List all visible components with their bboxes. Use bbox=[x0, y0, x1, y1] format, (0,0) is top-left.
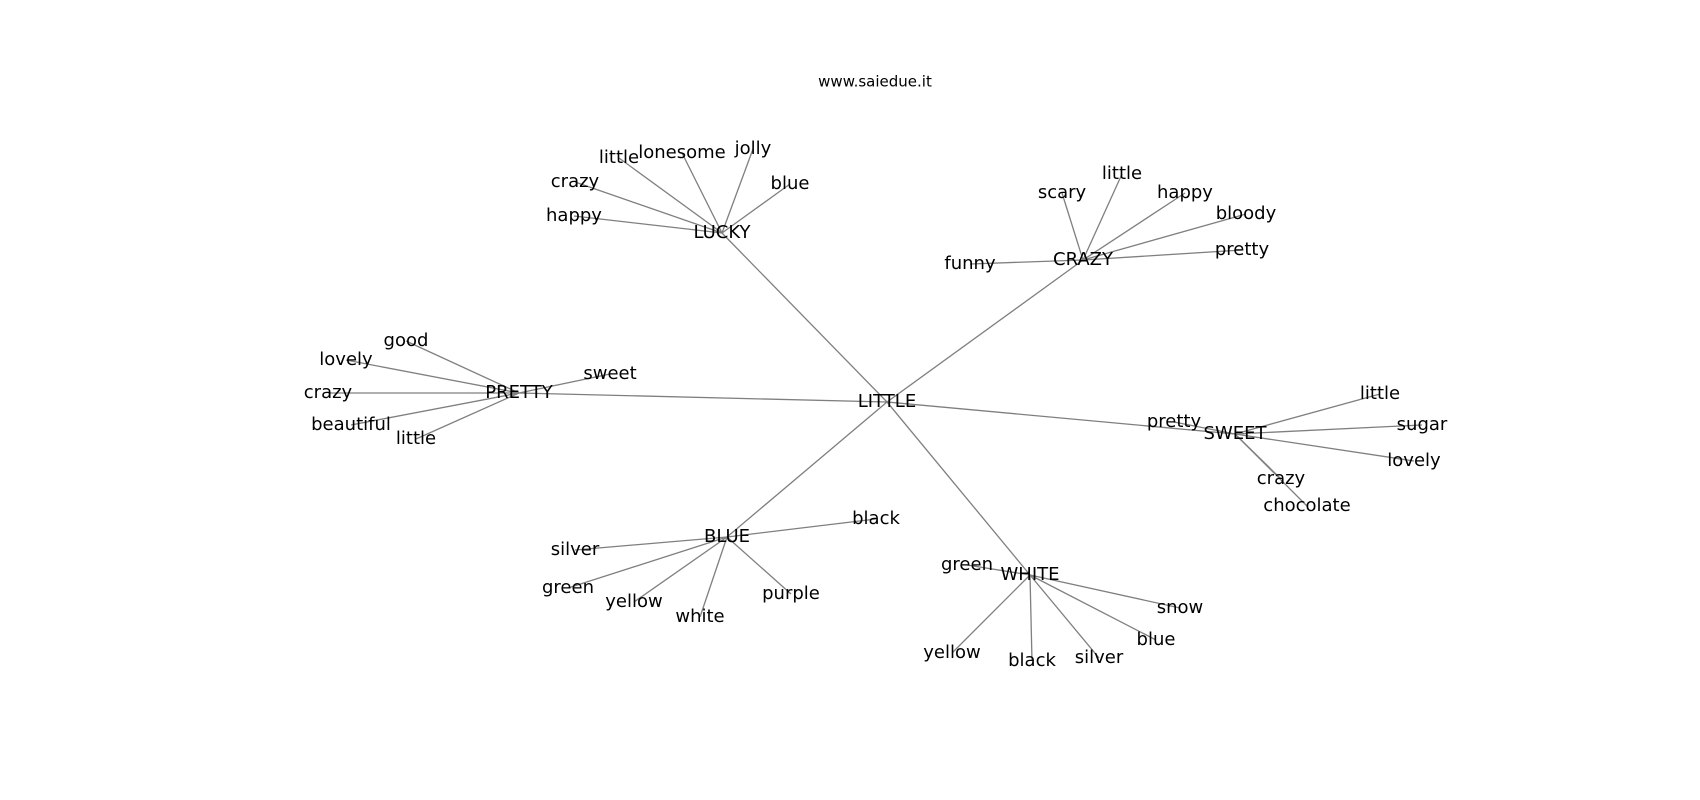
edge-blue-purple bbox=[726, 536, 792, 595]
edge-white-yellow bbox=[951, 574, 1031, 654]
edge-little-crazy bbox=[886, 259, 1084, 403]
edge-pretty-lovely bbox=[345, 359, 520, 394]
leaf-node-white-snow: snow bbox=[1157, 597, 1204, 618]
edge-little-lucky bbox=[721, 232, 888, 403]
edge-white-green bbox=[966, 564, 1031, 576]
hub-node-pretty: PRETTY bbox=[485, 382, 553, 403]
edge-lucky-crazy bbox=[574, 181, 723, 234]
leaf-node-white-black: black bbox=[1008, 650, 1056, 671]
leaf-node-pretty-lovely: lovely bbox=[319, 349, 373, 370]
edge-pretty-good bbox=[405, 340, 520, 394]
leaf-node-sweet-little: little bbox=[1360, 383, 1400, 404]
edge-pretty-sweet bbox=[518, 373, 611, 394]
hub-node-blue: BLUE bbox=[704, 526, 750, 547]
leaf-node-blue-green: green bbox=[542, 577, 594, 598]
edge-sweet-sugar bbox=[1234, 424, 1423, 435]
edge-little-white bbox=[886, 401, 1031, 576]
leaf-node-sweet-lovely: lovely bbox=[1387, 450, 1441, 471]
hub-node-sweet: SWEET bbox=[1204, 423, 1268, 444]
leaf-node-pretty-sweet: sweet bbox=[583, 363, 636, 384]
edge-sweet-chocolate bbox=[1234, 433, 1308, 507]
edge-blue-black bbox=[726, 518, 877, 538]
leaf-node-pretty-crazy: crazy bbox=[304, 382, 353, 403]
leaf-node-white-silver: silver bbox=[1075, 647, 1124, 668]
edge-crazy-scary bbox=[1061, 192, 1084, 261]
edge-crazy-funny bbox=[969, 259, 1084, 265]
edge-lucky-little bbox=[618, 157, 723, 234]
edge-blue-white bbox=[699, 536, 728, 618]
leaf-node-pretty-beautiful: beautiful bbox=[311, 414, 391, 435]
edge-lucky-jolly bbox=[721, 148, 754, 234]
hub-node-white: WHITE bbox=[1000, 564, 1059, 585]
root-node-little: LITTLE bbox=[858, 391, 916, 412]
edge-crazy-bloody bbox=[1082, 213, 1247, 261]
leaf-node-pretty-good: good bbox=[384, 330, 429, 351]
leaf-node-blue-yellow: yellow bbox=[605, 591, 662, 612]
edge-blue-yellow bbox=[633, 536, 728, 603]
edge-pretty-little bbox=[415, 392, 520, 440]
leaf-node-lucky-happy: happy bbox=[546, 205, 602, 226]
leaf-node-crazy-bloody: bloody bbox=[1216, 203, 1277, 224]
leaf-node-crazy-funny: funny bbox=[944, 253, 996, 274]
edge-lucky-lonesome bbox=[681, 152, 723, 234]
leaf-node-lucky-lonesome: lonesome bbox=[638, 142, 726, 163]
edge-blue-silver bbox=[574, 536, 728, 551]
leaf-node-lucky-little: little bbox=[599, 147, 639, 168]
leaf-node-sweet-pretty: pretty bbox=[1147, 411, 1202, 432]
edge-lucky-happy bbox=[573, 215, 723, 234]
edge-sweet-lovely bbox=[1234, 433, 1415, 462]
edge-crazy-little bbox=[1082, 173, 1123, 261]
edges bbox=[328, 148, 1423, 662]
leaf-node-lucky-blue: blue bbox=[771, 173, 810, 194]
edge-crazy-pretty bbox=[1082, 249, 1243, 261]
leaf-node-blue-white: white bbox=[675, 606, 724, 627]
hub-node-lucky: LUCKY bbox=[693, 222, 751, 243]
leaf-node-lucky-jolly: jolly bbox=[734, 138, 772, 159]
edge-pretty-beautiful bbox=[350, 392, 520, 426]
edge-white-black bbox=[1029, 574, 1033, 662]
hub-node-crazy: CRAZY bbox=[1053, 249, 1114, 270]
site-url: www.saiedue.it bbox=[818, 73, 932, 91]
leaf-node-crazy-pretty: pretty bbox=[1215, 239, 1270, 260]
edge-blue-green bbox=[567, 536, 728, 589]
leaf-node-white-green: green bbox=[941, 554, 993, 575]
edge-sweet-pretty bbox=[1173, 421, 1236, 435]
leaf-node-sweet-sugar: sugar bbox=[1397, 414, 1448, 435]
leaf-node-crazy-scary: scary bbox=[1038, 182, 1087, 203]
leaf-node-white-blue: blue bbox=[1137, 629, 1176, 650]
leaf-node-sweet-chocolate: chocolate bbox=[1263, 495, 1350, 516]
leaf-node-blue-silver: silver bbox=[551, 539, 600, 560]
leaf-node-pretty-little: little bbox=[396, 428, 436, 449]
edge-white-blue bbox=[1029, 574, 1157, 641]
edge-crazy-happy bbox=[1082, 192, 1186, 261]
leaf-node-sweet-crazy: crazy bbox=[1257, 468, 1306, 489]
leaf-node-blue-purple: purple bbox=[762, 583, 820, 604]
edge-white-snow bbox=[1029, 574, 1181, 609]
edge-little-blue bbox=[726, 401, 888, 538]
leaf-node-blue-black: black bbox=[852, 508, 900, 529]
leaf-node-white-yellow: yellow bbox=[923, 642, 980, 663]
leaf-node-crazy-happy: happy bbox=[1157, 182, 1213, 203]
edge-little-sweet bbox=[886, 401, 1236, 435]
edge-sweet-little bbox=[1234, 393, 1381, 435]
edge-white-silver bbox=[1029, 574, 1100, 659]
edge-lucky-blue bbox=[721, 183, 791, 234]
leaf-node-crazy-little: little bbox=[1102, 163, 1142, 184]
edge-little-pretty bbox=[518, 392, 888, 403]
leaf-node-lucky-crazy: crazy bbox=[551, 171, 600, 192]
